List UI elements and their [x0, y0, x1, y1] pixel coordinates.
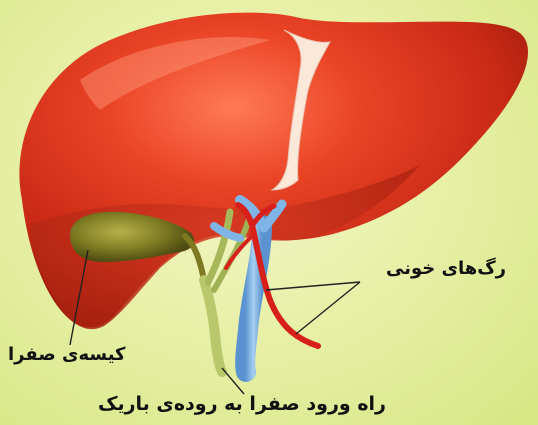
bile-duct	[204, 280, 222, 372]
label-gallbladder: کیسه‌ی صفرا	[8, 344, 126, 365]
label-bile-duct: راه ورود صفرا به روده‌ی باریک	[98, 393, 386, 415]
label-blood-vessels: رگ‌های خونی	[386, 258, 506, 279]
